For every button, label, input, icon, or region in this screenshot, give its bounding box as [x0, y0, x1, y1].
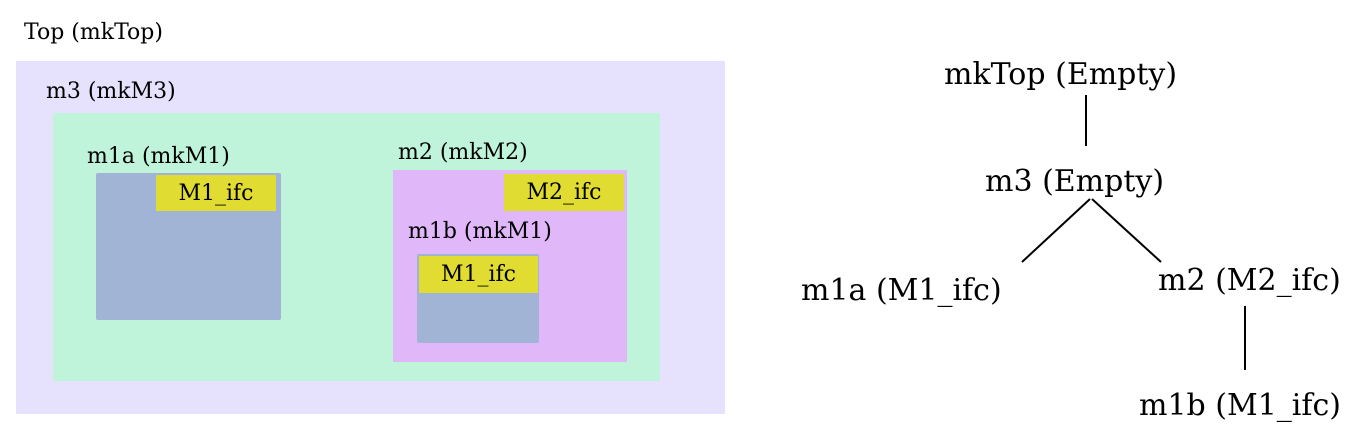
tree-node-m2: m2 (M2_ifc)	[1158, 263, 1341, 298]
tree-node-m1b: m1b (M1_ifc)	[1139, 388, 1341, 423]
tree-node-m3: m3 (Empty)	[985, 164, 1165, 199]
top-module-label: Top (mkTop)	[24, 20, 163, 45]
m2-interface-port: M2_ifc	[504, 174, 624, 211]
m2-module-label: m2 (mkM2)	[398, 140, 528, 165]
m3-module-label: m3 (mkM3)	[46, 79, 176, 104]
edge-m3-to-m1a	[1021, 198, 1091, 263]
tree-node-mktop: mkTop (Empty)	[944, 57, 1178, 92]
m1a-module-label: m1a (mkM1)	[87, 144, 230, 169]
m1b-module-label: m1b (mkM1)	[408, 219, 552, 244]
tree-node-m1a: m1a (M1_ifc)	[801, 273, 1002, 308]
m1a-interface-port: M1_ifc	[156, 175, 276, 211]
edge-m3-to-m2	[1091, 198, 1162, 263]
m1b-interface-port: M1_ifc	[419, 256, 538, 293]
